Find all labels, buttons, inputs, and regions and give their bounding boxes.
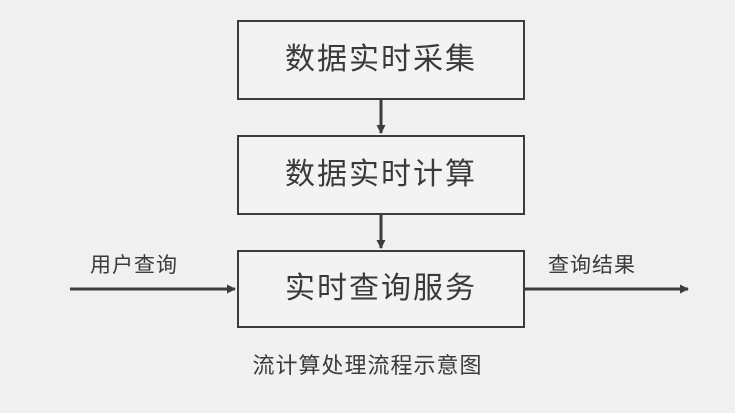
- node-data-computation-label: 数据实时计算: [285, 158, 477, 191]
- node-data-collection[interactable]: 数据实时采集: [237, 20, 525, 100]
- node-query-service-label: 实时查询服务: [285, 272, 477, 305]
- diagram-caption: 流计算处理流程示意图: [252, 354, 483, 379]
- node-data-computation[interactable]: 数据实时计算: [237, 135, 525, 215]
- node-data-collection-label: 数据实时采集: [285, 43, 477, 76]
- edge-label-query-result: 查询结果: [548, 253, 636, 277]
- node-query-service[interactable]: 实时查询服务: [237, 250, 525, 328]
- edge-label-user-query: 用户查询: [90, 253, 178, 277]
